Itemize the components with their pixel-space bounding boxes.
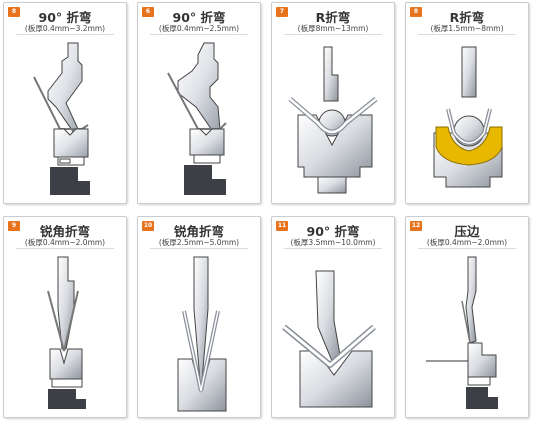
bend-90-gooseneck-illustration bbox=[33, 42, 90, 195]
panel-title: 锐角折弯 bbox=[173, 224, 224, 239]
panel-title: R折弯 bbox=[449, 10, 485, 25]
panel-8: 12 压边 (板厚0.4mm~2.0mm) bbox=[405, 216, 529, 418]
panel-subtitle: (板厚1.5mm~8mm) bbox=[430, 24, 504, 33]
panel-number-badge: 10 bbox=[142, 221, 154, 231]
panel-title: 锐角折弯 bbox=[39, 224, 90, 239]
punch-shank bbox=[461, 46, 477, 98]
panel-number-badge: 9 bbox=[8, 221, 20, 231]
panel-subtitle: (板厚8mm~13mm) bbox=[297, 24, 369, 33]
punch-shank bbox=[323, 46, 339, 102]
acute-bend-large-illustration bbox=[177, 256, 227, 412]
die-holder bbox=[184, 165, 226, 195]
divider bbox=[418, 34, 516, 35]
upper-punch bbox=[177, 42, 221, 134]
bent-sheet bbox=[461, 300, 471, 344]
die-base bbox=[57, 156, 85, 166]
panel-subtitle: (板厚2.5mm~5.0mm) bbox=[158, 238, 240, 247]
panel-4: 8 R折弯 (板厚1.5mm~8mm) bbox=[405, 2, 529, 204]
panel-number-badge: 12 bbox=[410, 221, 422, 231]
panel-number-badge: 8 bbox=[410, 7, 422, 17]
divider bbox=[16, 248, 114, 249]
panel-title: 90° 折弯 bbox=[38, 10, 92, 25]
lower-die bbox=[53, 128, 89, 158]
lower-die bbox=[49, 348, 83, 380]
die-holder bbox=[466, 387, 498, 409]
radius-bend-urethane-illustration bbox=[433, 46, 503, 188]
die-holder bbox=[48, 389, 86, 409]
divider bbox=[150, 248, 248, 249]
panel-subtitle: (板厚3.5mm~10.0mm) bbox=[290, 238, 376, 247]
bent-sheet bbox=[47, 290, 79, 352]
panel-number-badge: 6 bbox=[142, 7, 154, 17]
bend-90-thick-illustration bbox=[282, 270, 376, 408]
upper-punch bbox=[315, 270, 341, 362]
acute-bend-small-illustration bbox=[47, 256, 86, 409]
panel-5: 9 锐角折弯 (板厚0.4mm~2.0mm) bbox=[3, 216, 127, 418]
die-base bbox=[467, 376, 491, 386]
radius-bend-large-illustration bbox=[288, 46, 378, 194]
panel-subtitle: (板厚0.4mm~3.2mm) bbox=[24, 24, 106, 33]
panel-6: 10 锐角折弯 (板厚2.5mm~5.0mm) bbox=[137, 216, 261, 418]
divider bbox=[284, 248, 382, 249]
panel-subtitle: (板厚0.4mm~2.5mm) bbox=[158, 24, 240, 33]
divider bbox=[418, 248, 516, 249]
die-base bbox=[51, 378, 83, 388]
hemming-illustration bbox=[426, 256, 498, 409]
panel-number-badge: 11 bbox=[276, 221, 288, 231]
urethane-pad bbox=[435, 126, 503, 166]
panel-title: 90° 折弯 bbox=[306, 224, 360, 239]
upper-punch bbox=[47, 42, 83, 134]
panel-7: 11 90° 折弯 (板厚3.5mm~10.0mm) bbox=[271, 216, 395, 418]
panel-3: 7 R折弯 (板厚8mm~13mm) bbox=[271, 2, 395, 204]
die-base bbox=[193, 154, 221, 164]
v-die bbox=[297, 114, 373, 178]
bend-90-deep-gooseneck-illustration bbox=[167, 42, 227, 195]
panel-1: 8 90° 折弯 (板厚0.4mm~3.2mm) bbox=[3, 2, 127, 204]
bent-sheet bbox=[33, 76, 89, 130]
lower-die bbox=[189, 128, 225, 156]
bending-diagram-grid: 8 90° 折弯 (板厚0.4mm~3.2mm) 6 90° 折弯 (板厚0.4… bbox=[3, 2, 531, 420]
panel-title: 90° 折弯 bbox=[172, 10, 226, 25]
divider bbox=[150, 34, 248, 35]
panel-title: 压边 bbox=[454, 224, 480, 239]
panel-subtitle: (板厚0.4mm~2.0mm) bbox=[24, 238, 106, 247]
bent-sheet bbox=[167, 72, 227, 130]
panel-title: R折弯 bbox=[315, 10, 351, 25]
lower-die bbox=[467, 342, 497, 378]
panel-subtitle: (板厚0.4mm~2.0mm) bbox=[426, 238, 508, 247]
panel-2: 6 90° 折弯 (板厚0.4mm~2.5mm) bbox=[137, 2, 261, 204]
upper-punch bbox=[465, 256, 477, 344]
panel-number-badge: 8 bbox=[8, 7, 20, 17]
divider bbox=[16, 34, 114, 35]
die-base bbox=[317, 176, 347, 194]
panel-number-badge: 7 bbox=[276, 7, 288, 17]
divider bbox=[284, 34, 382, 35]
die-holder bbox=[50, 167, 90, 195]
